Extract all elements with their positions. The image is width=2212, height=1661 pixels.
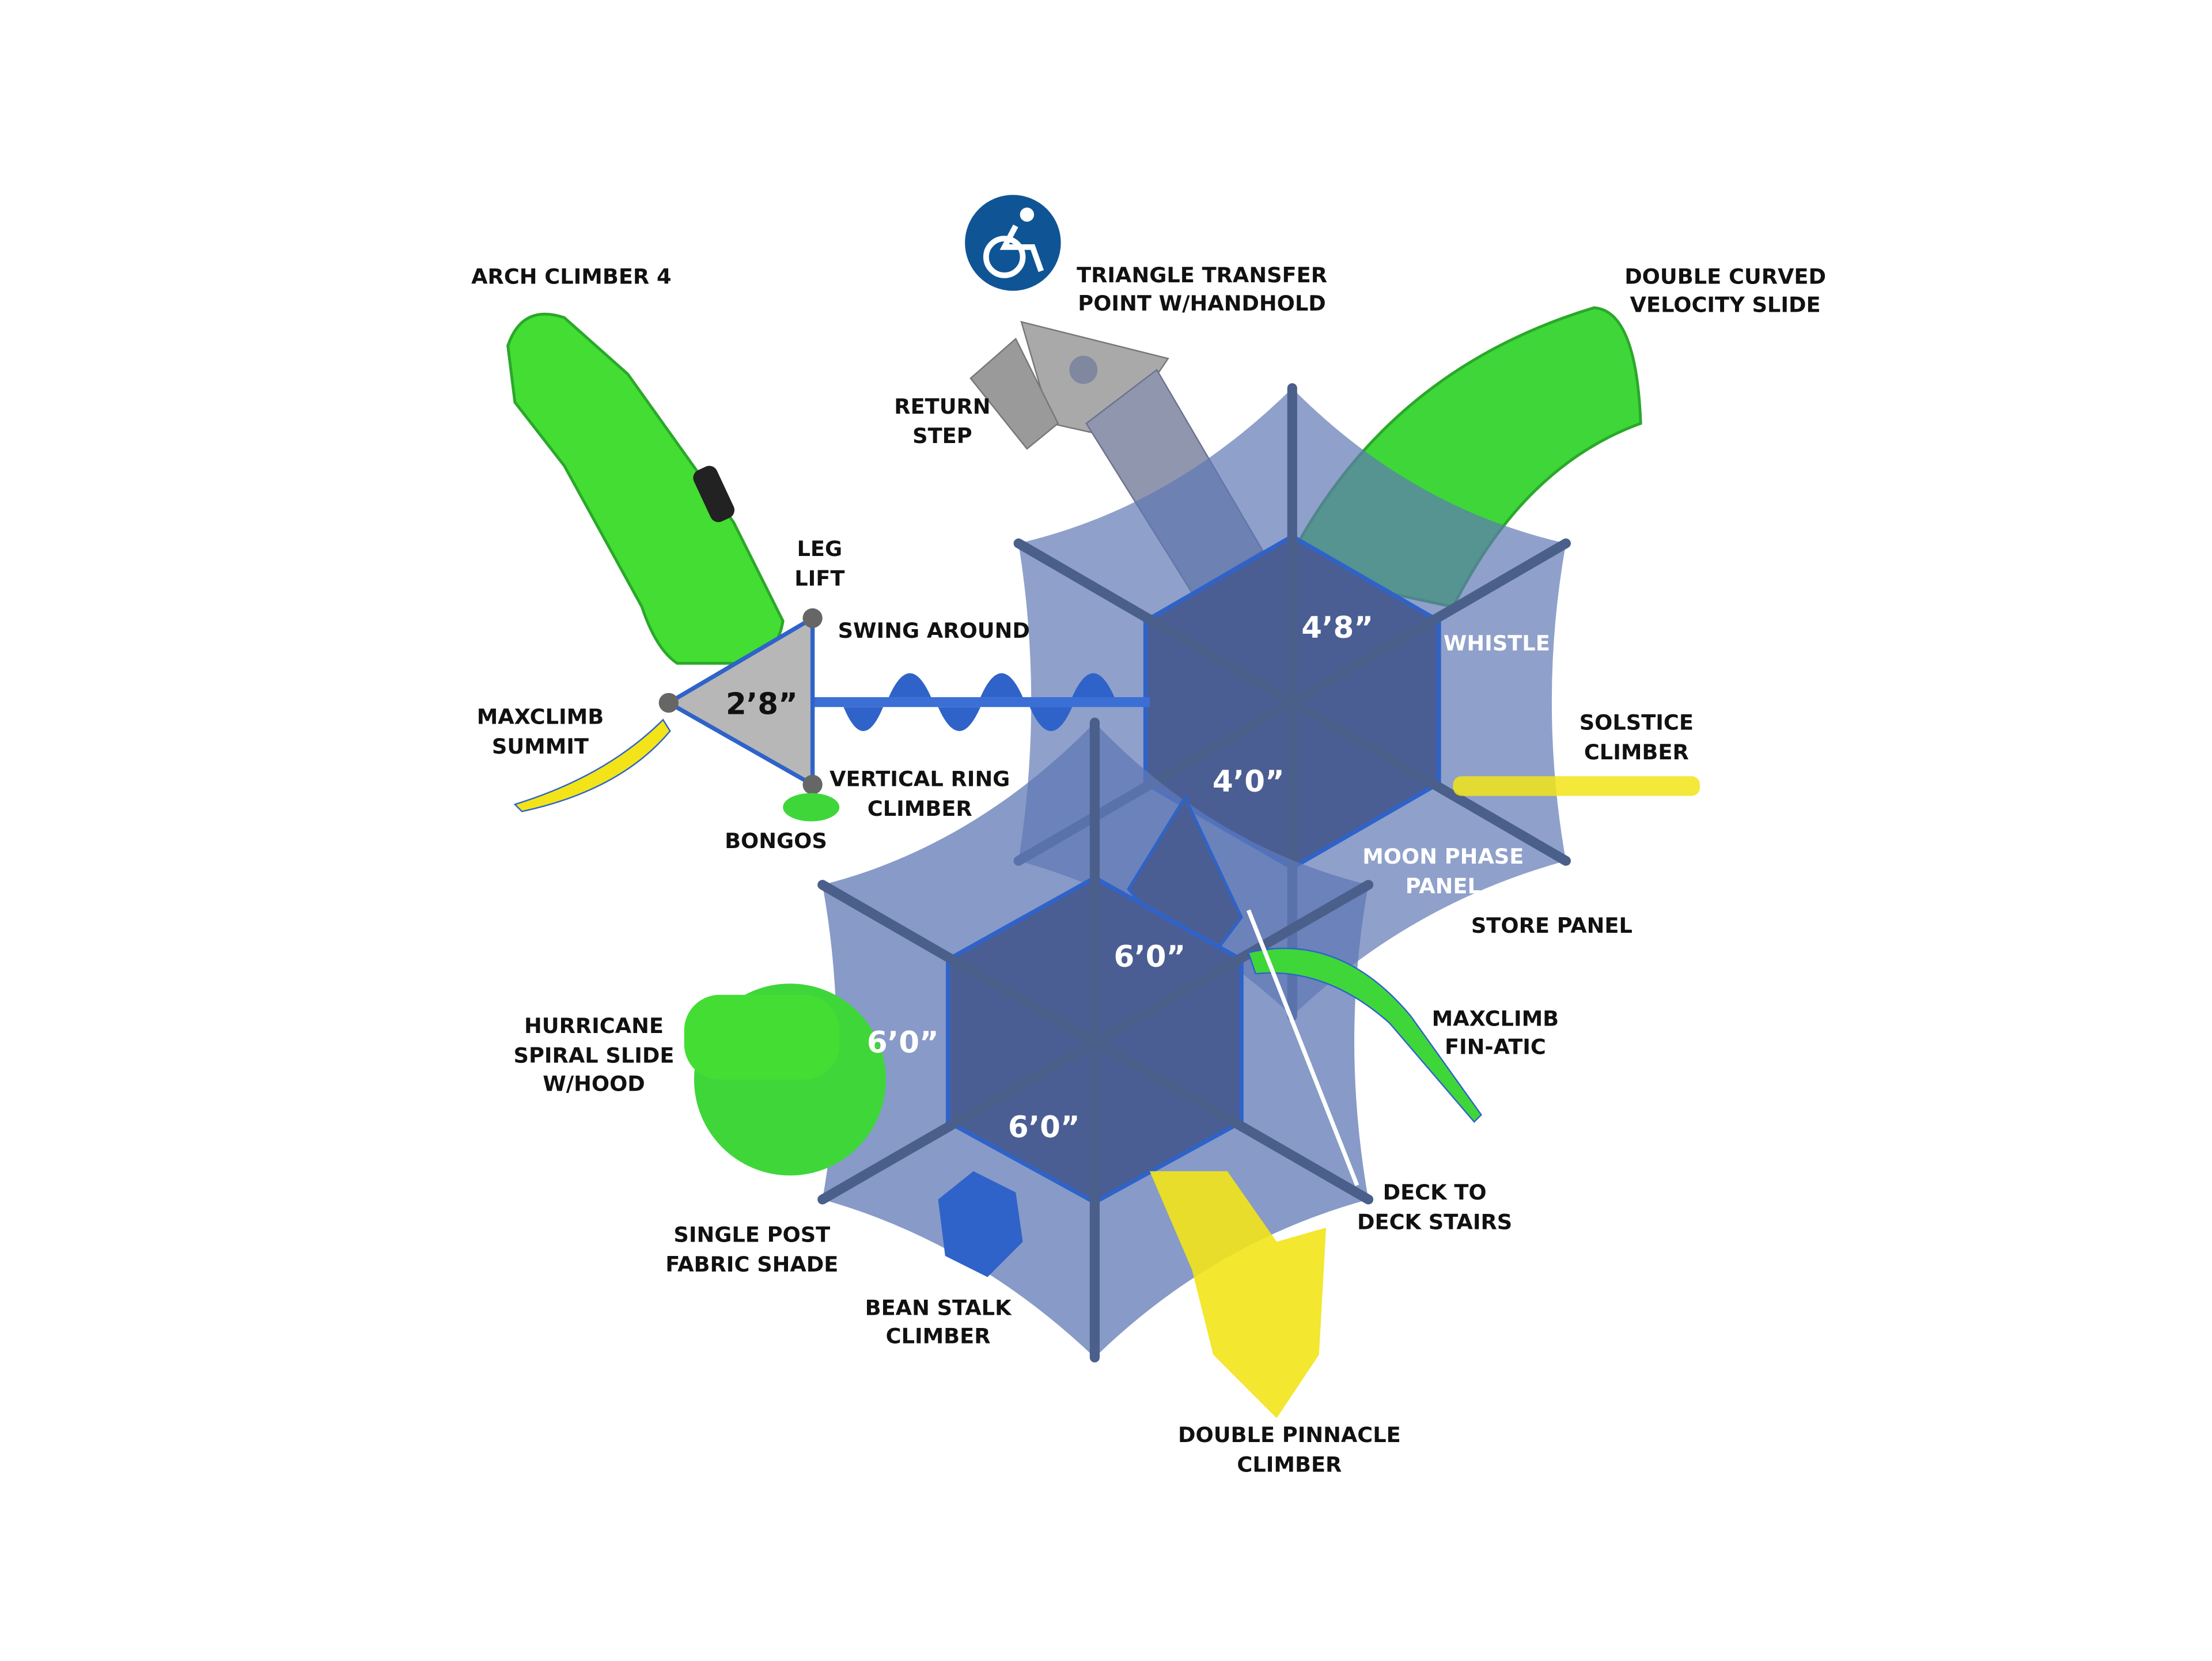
wheelchair-accessibility-icon (965, 195, 1061, 291)
deck-height-lower-c: 6’0” (1008, 1110, 1080, 1145)
bean-stalk-climber (938, 1171, 1023, 1277)
label-bongos: BONGOS (725, 828, 827, 853)
maxclimb-summit (513, 718, 671, 812)
hurricane-spiral-slide (684, 983, 886, 1176)
triangle-deck (658, 608, 840, 822)
label-swing-around: SWING AROUND (838, 618, 1030, 643)
deck-stairs-pointer (1246, 909, 1359, 1186)
label-whistle: WHISTLE (1444, 631, 1550, 656)
solstice-climber (1453, 776, 1700, 796)
label-store-panel: STORE PANEL (1471, 913, 1633, 938)
label-arch-climber: ARCH CLIMBER 4 (471, 264, 671, 289)
arch-climber (506, 312, 785, 665)
deck-height-lower-a: 6’0” (1113, 940, 1185, 974)
double-pinnacle-climber (1149, 1171, 1327, 1418)
deck-height-upper-b: 4’0” (1213, 765, 1285, 799)
swing-around (811, 673, 1150, 731)
deck-height-lower-b: 6’0” (867, 1026, 939, 1060)
deck-height-upper-a: 4’8” (1301, 611, 1373, 645)
deck-height-triangle: 2’8” (726, 687, 798, 721)
